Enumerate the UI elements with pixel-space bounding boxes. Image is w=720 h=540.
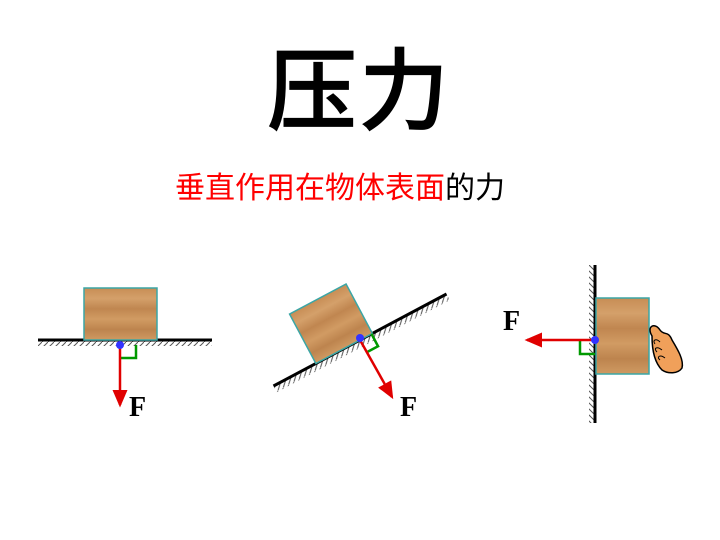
ground-hatch (38, 340, 212, 346)
page-title: 压力 (267, 40, 452, 143)
diagram-wall: F (503, 265, 684, 423)
force-label: F (129, 392, 146, 423)
contact-point (591, 336, 599, 344)
subtitle: 垂直作用在物体表面的力 (0, 174, 680, 204)
force-arrow (358, 339, 394, 400)
hand-icon (649, 325, 684, 374)
diagram-horizontal: F (38, 287, 212, 423)
diagram-incline: F (272, 282, 450, 423)
wood-block (83, 287, 158, 341)
wood-block (595, 297, 650, 375)
contact-point (116, 341, 124, 349)
right-angle-mark (120, 345, 138, 360)
right-angle-mark (578, 340, 595, 356)
wall-hatch (589, 265, 595, 423)
wood-block (288, 282, 374, 365)
right-angle-mark (365, 333, 380, 354)
contact-point (356, 334, 364, 342)
force-label: F (503, 306, 520, 337)
subtitle-highlight: 垂直作用在物体表面 (175, 171, 445, 206)
subtitle-tail: 的力 (445, 171, 505, 206)
force-label: F (400, 392, 417, 423)
